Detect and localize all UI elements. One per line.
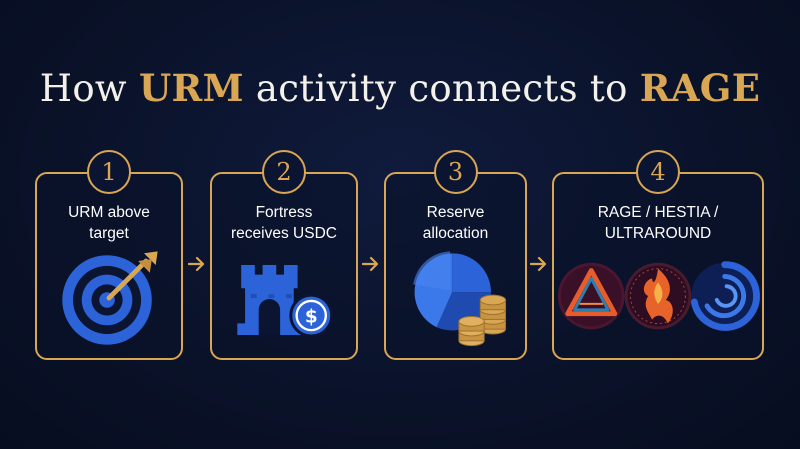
ultraround-logo-icon xyxy=(690,261,760,331)
step-label: RAGE / HESTIA / ULTRAROUND xyxy=(560,202,756,244)
rage-logo-icon xyxy=(557,262,625,330)
arrow-right-icon xyxy=(530,256,547,272)
arrow-right-icon xyxy=(362,256,379,272)
step-card-3: 3 Reserve allocation xyxy=(384,150,527,360)
step-card-1: 1 URM above target xyxy=(35,150,183,360)
title-pre: How xyxy=(39,67,139,110)
usdc-symbol: $ xyxy=(305,306,318,327)
step-label-line: ULTRAROUND xyxy=(604,225,712,242)
hestia-logo-icon xyxy=(624,262,692,330)
step-number-badge: 3 xyxy=(433,150,478,194)
step-label: Fortress receives USDC xyxy=(218,202,350,244)
title-accent-urm: URM xyxy=(138,66,244,110)
step-label: URM above target xyxy=(43,202,175,244)
step-card-2: 2 Fortress receives USDC $ xyxy=(210,150,358,360)
arrow-right-icon xyxy=(188,256,205,272)
step-label-line: URM above xyxy=(68,204,150,221)
page-title: How URM activity connects to RAGE xyxy=(0,66,800,110)
step-number-badge: 1 xyxy=(87,150,131,194)
step-label-line: RAGE / HESTIA / xyxy=(597,204,719,221)
target-arrow-icon xyxy=(62,251,158,345)
token-logos-icon xyxy=(557,261,760,331)
step-label-line: receives USDC xyxy=(231,225,337,242)
title-mid: activity connects to xyxy=(243,67,640,110)
pie-coins-icon xyxy=(413,251,507,347)
step-card-4: 4 RAGE / HESTIA / ULTRAROUND xyxy=(552,150,764,360)
title-accent-rage: RAGE xyxy=(639,66,761,110)
fortress-usdc-icon: $ xyxy=(237,264,334,338)
step-label-line: target xyxy=(89,225,129,242)
step-label-line: allocation xyxy=(422,225,489,242)
step-number-badge: 4 xyxy=(636,150,680,194)
step-label: Reserve allocation xyxy=(392,202,519,244)
step-label-line: Reserve xyxy=(426,204,485,221)
step-label-line: Fortress xyxy=(255,204,313,221)
step-number-badge: 2 xyxy=(262,150,306,194)
